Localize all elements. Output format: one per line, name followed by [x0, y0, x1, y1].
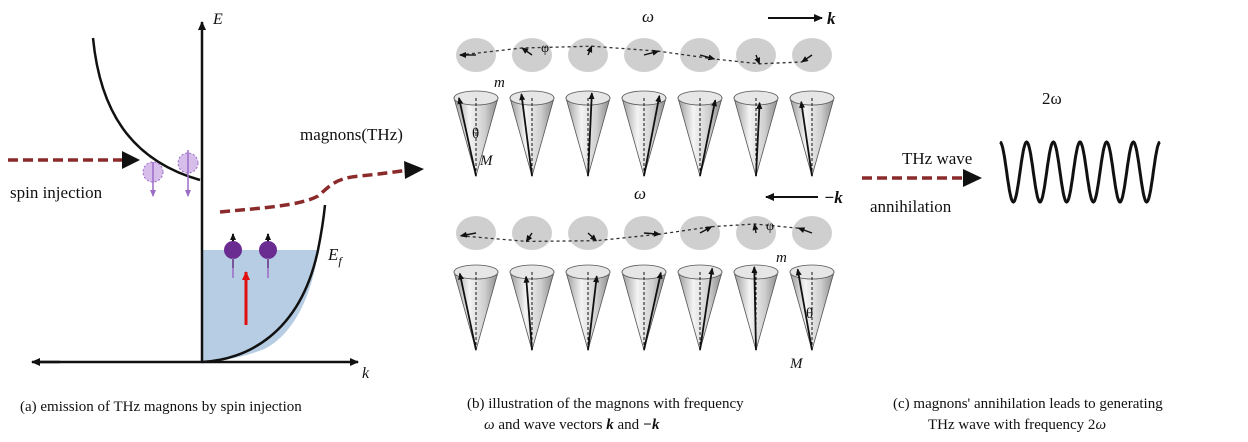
bottom-row-m-vector-3	[587, 232, 598, 242]
k-axis-label: k	[362, 365, 370, 382]
top-phi-label: φ	[541, 41, 549, 56]
energy-axis-label: E	[212, 11, 223, 28]
top-row-m-vector-4	[643, 49, 660, 56]
top-row-m-vector-6	[754, 54, 761, 65]
fermi-sea	[202, 250, 318, 362]
metal-band	[201, 204, 327, 364]
bottom-row-m-vector-6	[752, 223, 759, 234]
spin-injection-label: spin injection	[10, 183, 103, 202]
magnon-rows	[453, 38, 835, 352]
bottom-theta-label: θ	[806, 306, 813, 322]
bottom-row-M-vector-3	[587, 275, 600, 351]
bottom-row-M-vector-5	[699, 267, 715, 351]
bottom-phi-label: φ	[766, 219, 774, 234]
magnon-emission-arrow	[219, 168, 409, 214]
top-m-label: m	[494, 75, 505, 91]
injected-spin-1	[142, 161, 164, 197]
bottom-row-m-vector-5	[699, 226, 713, 234]
bottom-row-M-vector-6	[751, 266, 758, 351]
top-row-M-vector-3	[587, 92, 595, 177]
bottom-row-m-vector-1	[459, 231, 477, 238]
injected-spin-2	[177, 150, 199, 197]
bottom-M-label: M	[789, 356, 804, 372]
bottom-row-M-vector-4	[643, 271, 663, 351]
bottom-row-M-vector-7	[795, 268, 813, 351]
top-row-M-vector-6	[755, 101, 763, 177]
bottom-row-M-vector-1	[458, 272, 477, 351]
top-omega-label: ω	[642, 7, 654, 26]
panel-b: ω k ω −k φ m θ M φ m θ M (b) illustratio…	[453, 7, 843, 433]
electron-spin-2	[259, 233, 277, 278]
conduction-band	[91, 37, 201, 182]
spin-injection-arrowhead	[122, 151, 140, 169]
bottom-omega-label: ω	[634, 184, 646, 203]
top-row-m-vector-3	[586, 45, 593, 56]
caption-b-line2: ω and wave vectors k and −k	[484, 417, 660, 433]
bottom-row-m-vector-2	[525, 232, 533, 243]
top-row-M-vector-7	[799, 100, 813, 177]
bottom-row-m-vector-7	[797, 227, 813, 234]
magnons-label: magnons(THz)	[300, 125, 403, 144]
caption-b-line1: (b) illustration of the magnons with fre…	[467, 396, 744, 412]
top-row-m-vector-5	[699, 54, 716, 61]
annihilation-label: annihilation	[870, 197, 952, 216]
bottom-k-label: −k	[824, 188, 843, 207]
magnon-emission-arrowhead	[404, 161, 424, 179]
panel-c: 2ω THz wave annihilation (c) magnons' an…	[862, 89, 1163, 433]
top-theta-label: θ	[472, 126, 479, 142]
caption-c-line1: (c) magnons' annihilation leads to gener…	[893, 396, 1163, 412]
bottom-row-m-vector-4	[643, 230, 661, 237]
top-row-m-vector-2	[521, 47, 533, 56]
caption-a: (a) emission of THz magnons by spin inje…	[20, 399, 302, 415]
panel-a: E k spin injection magnons(THz)	[8, 11, 424, 415]
thz-wave-label: THz wave	[902, 149, 972, 168]
frequency-label: 2ω	[1042, 89, 1062, 108]
fermi-level-label: Ef	[327, 245, 343, 268]
top-row-m-vector-7	[801, 54, 813, 63]
caption-c-line2: THz wave with frequency 2ω	[928, 417, 1106, 433]
top-row-M-vector-4	[643, 94, 662, 177]
top-row-M-vector-5	[699, 99, 718, 177]
annihilation-arrowhead	[963, 169, 982, 187]
top-M-label: M	[479, 153, 494, 169]
thz-wave	[999, 140, 1161, 204]
top-k-label: k	[827, 9, 836, 28]
bottom-m-label: m	[776, 250, 787, 266]
top-row-M-vector-2	[519, 93, 533, 177]
electron-spin-1	[224, 233, 242, 278]
bottom-row-M-vector-2	[523, 275, 533, 351]
top-row-M-vector-1	[457, 97, 477, 177]
